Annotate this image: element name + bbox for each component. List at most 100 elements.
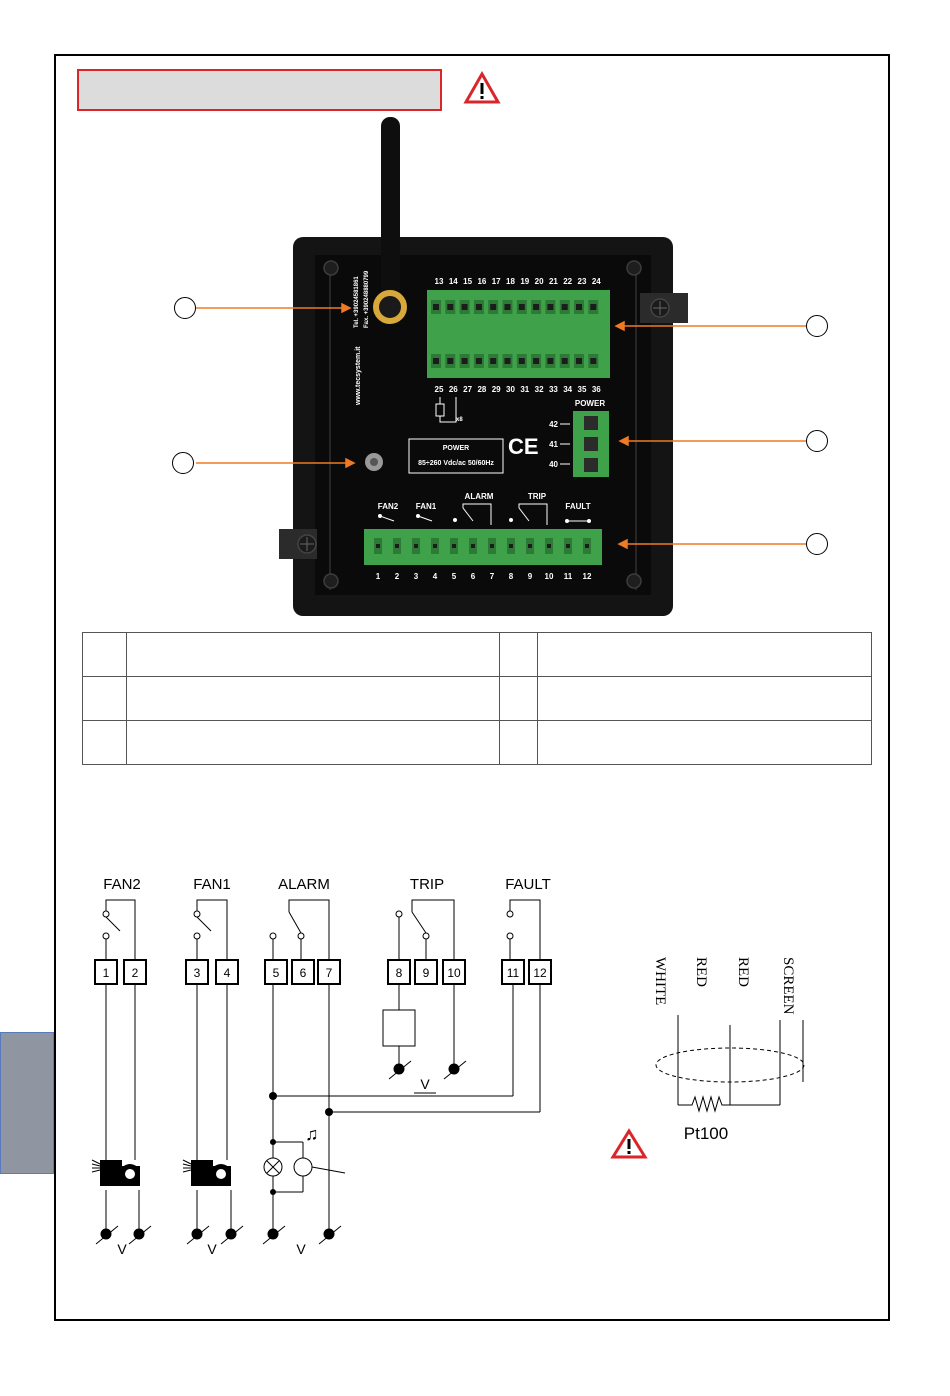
- callout-circle-3: [806, 430, 828, 452]
- terminal-screw: [528, 544, 532, 548]
- fax-text: Fax. +390248880799: [364, 270, 370, 328]
- terminal-number-14: 14: [449, 277, 458, 286]
- terminal-number-9: 9: [528, 572, 533, 581]
- terminal-number-15: 15: [463, 277, 472, 286]
- terminal-screw: [475, 358, 482, 364]
- terminal-screw: [433, 358, 439, 364]
- terminal-number-21: 21: [549, 277, 558, 286]
- pt100-label: Pt100: [684, 1124, 728, 1143]
- wiring-terminal-box: [264, 959, 288, 985]
- terminal-number-12: 12: [583, 572, 592, 581]
- terminal-number-7: 7: [490, 572, 495, 581]
- wire-label-red: RED: [735, 957, 751, 987]
- terminal-number-29: 29: [492, 385, 501, 394]
- voltage-label: V: [296, 1241, 306, 1257]
- terminal-screw: [447, 304, 454, 310]
- wiring-terminal-2: 2: [132, 966, 139, 980]
- terminal-screw: [490, 358, 497, 364]
- terminal-number-30: 30: [506, 385, 515, 394]
- terminal-number-10: 10: [545, 572, 554, 581]
- screw-icons: [323, 260, 642, 589]
- terminal-number-18: 18: [506, 277, 515, 286]
- wiring-terminal-5: 5: [273, 966, 280, 980]
- terminal-screw: [475, 304, 482, 310]
- title-banner: [77, 69, 442, 111]
- wiring-terminal-10: 10: [447, 966, 461, 980]
- terminal-screw: [518, 358, 525, 364]
- fan-icon: [182, 1159, 231, 1186]
- wiring-terminal-8: 8: [396, 966, 403, 980]
- relay-label-trip: TRIP: [528, 492, 547, 501]
- terminal-number-33: 33: [549, 385, 558, 394]
- terminal-screw: [471, 544, 475, 548]
- terminal-screw: [490, 544, 494, 548]
- wire-label-red: RED: [693, 957, 709, 987]
- terminal-screw: [533, 358, 540, 364]
- terminal-screw: [561, 358, 568, 364]
- voltage-label: V: [207, 1241, 217, 1257]
- tel-text: Tel. +39024581861: [354, 276, 360, 328]
- terminal-screw: [585, 544, 589, 548]
- terminal-screw: [461, 358, 468, 364]
- relay-label-fault: FAULT: [565, 502, 590, 511]
- sensor-x8-icon: [435, 397, 457, 423]
- terminal-number-19: 19: [520, 277, 529, 286]
- wiring-terminal-6: 6: [300, 966, 307, 980]
- terminal-screw: [452, 544, 456, 548]
- callout-circle-1: [174, 297, 196, 319]
- relay-label-fan1: FAN1: [416, 502, 437, 511]
- wiring-lines: [102, 899, 541, 1234]
- warning-icon: [610, 1128, 648, 1159]
- wiring-terminal-4: 4: [224, 966, 231, 980]
- wiring-label-alarm: ALARM: [278, 876, 330, 893]
- terminal-screw: [376, 544, 380, 548]
- power-terminal-42: 42: [549, 420, 558, 429]
- terminal-number-17: 17: [492, 277, 501, 286]
- terminal-screw: [576, 304, 582, 310]
- terminal-number-35: 35: [578, 385, 587, 394]
- terminal-number-5: 5: [452, 572, 457, 581]
- terminal-number-13: 13: [435, 277, 444, 286]
- legend-table: [82, 632, 872, 765]
- wiring-terminal-7: 7: [326, 966, 333, 980]
- terminal-screw: [433, 544, 437, 548]
- terminal-number-2: 2: [395, 572, 400, 581]
- pt100-sensor-wiring: [655, 1015, 805, 1113]
- terminal-number-16: 16: [477, 277, 486, 286]
- voltage-label: V: [117, 1241, 127, 1257]
- terminal-screw: [395, 544, 399, 548]
- chapter-side-tab: [0, 1032, 54, 1174]
- terminal-screw: [518, 304, 525, 310]
- wiring-terminal-box: [291, 959, 315, 985]
- terminal-number-8: 8: [509, 572, 514, 581]
- terminal-number-20: 20: [535, 277, 544, 286]
- terminal-number-23: 23: [578, 277, 587, 286]
- terminal-screw: [447, 358, 454, 364]
- table-row: [82, 720, 872, 765]
- wiring-terminal-box: [501, 959, 525, 985]
- terminal-screw: [533, 304, 540, 310]
- wiring-terminal-1: 1: [103, 966, 110, 980]
- wiring-label-fan2: FAN2: [103, 876, 141, 893]
- terminal-screw: [576, 358, 582, 364]
- terminal-number-34: 34: [563, 385, 572, 394]
- x8-label: x8: [456, 417, 463, 423]
- callout-circle-2: [806, 315, 828, 337]
- terminal-screw: [504, 304, 511, 310]
- relay-label-fan2: FAN2: [378, 502, 399, 511]
- ce-mark: CE: [508, 434, 539, 459]
- terminal-screw: [590, 304, 597, 310]
- terminal-number-11: 11: [564, 572, 573, 581]
- terminal-number-24: 24: [592, 277, 601, 286]
- terminal-screw: [547, 304, 554, 310]
- terminal-number-36: 36: [592, 385, 601, 394]
- relay-label-alarm: ALARM: [465, 492, 494, 501]
- wire-label-white: WHITE: [652, 957, 668, 1005]
- wiring-label-trip: TRIP: [410, 876, 444, 893]
- terminal-screw: [433, 304, 439, 310]
- fan-icon: [91, 1159, 140, 1186]
- callout-circle-4: [172, 452, 194, 474]
- relay-contact-symbols: [378, 503, 591, 525]
- wire-label-screen: SCREEN: [780, 957, 796, 1015]
